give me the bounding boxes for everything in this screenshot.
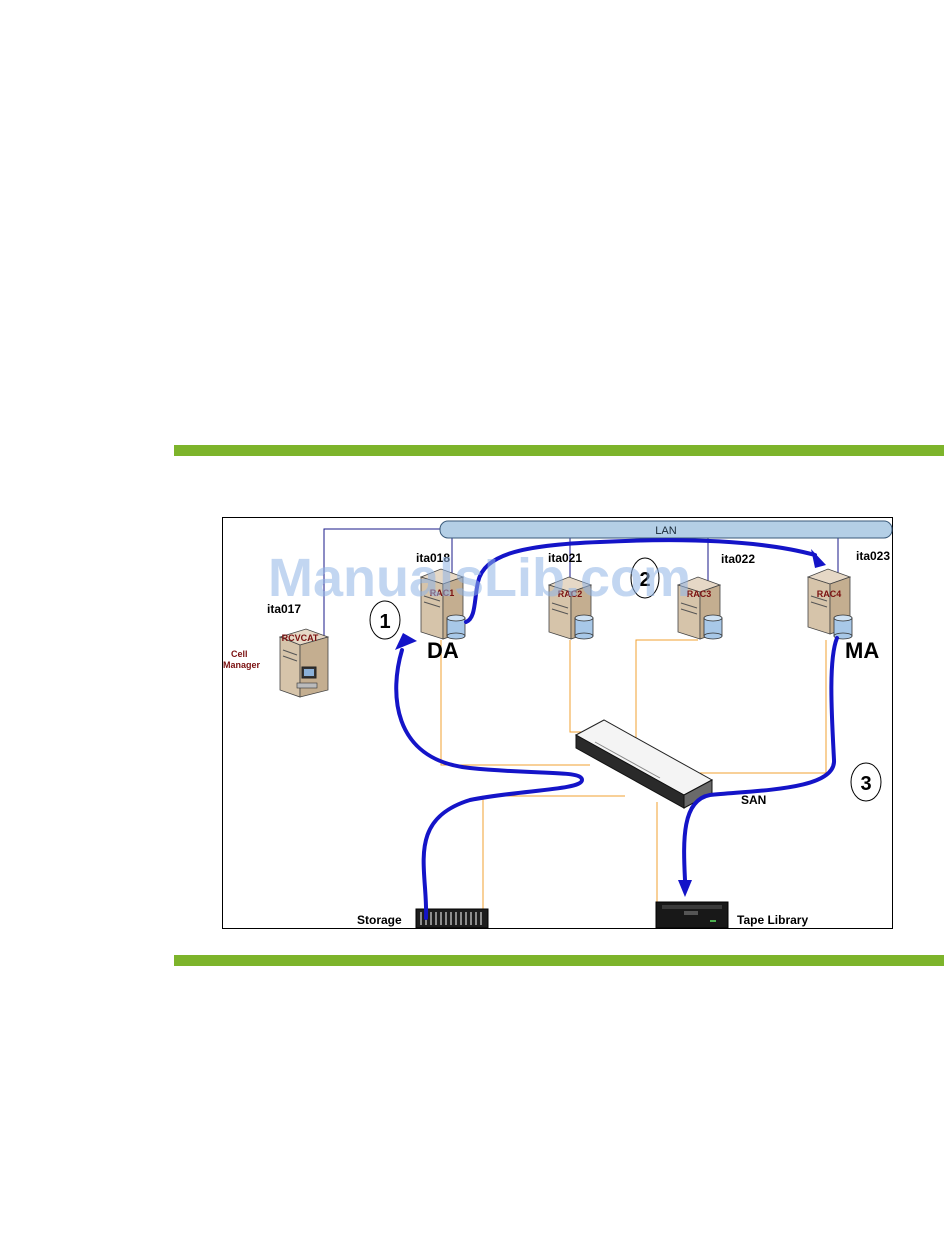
svg-text:1: 1 — [379, 611, 390, 633]
arrowhead-2 — [811, 549, 826, 568]
database-icon — [447, 615, 465, 639]
san-switch — [576, 720, 712, 808]
san-cable-rac2 — [570, 640, 585, 732]
cell-manager-caption-line1: Cell — [231, 649, 248, 659]
lan-backbone: LAN — [440, 521, 892, 538]
keyboard-icon — [297, 683, 317, 688]
storage-label: Storage — [357, 913, 402, 927]
san-cable-storage — [483, 796, 625, 918]
server-rac4: RAC4 — [808, 569, 852, 639]
step-3-circle: 3 — [851, 763, 881, 801]
svg-text:3: 3 — [860, 773, 871, 795]
san-cable-rac1 — [441, 640, 590, 765]
flow-arrow-1 — [396, 650, 582, 918]
arrowhead-3 — [678, 880, 692, 897]
cell-manager-screen-label: RCVCAT — [282, 633, 319, 643]
flow-arrow-3 — [684, 638, 837, 880]
lan-label: LAN — [655, 525, 676, 537]
cell-manager-server: RCVCAT — [280, 629, 328, 697]
role-label-da: DA — [427, 638, 459, 663]
role-label-ma: MA — [845, 638, 879, 663]
database-icon — [575, 615, 593, 639]
san-label: SAN — [741, 793, 766, 807]
tape-library-label: Tape Library — [737, 913, 808, 927]
san-cable-rac3 — [636, 640, 698, 745]
san-cable-rac4 — [695, 640, 826, 773]
arrowhead-1 — [395, 633, 417, 650]
watermark-text: ManualsLib.com — [268, 548, 691, 608]
rac4-label: RAC4 — [817, 589, 842, 599]
database-icon — [834, 615, 852, 639]
database-icon — [704, 615, 722, 639]
tape-library — [656, 902, 728, 928]
cell-manager-caption-line2: Manager — [223, 660, 261, 670]
host-label-ita023: ita023 — [856, 549, 890, 563]
host-label-ita022: ita022 — [721, 552, 755, 566]
